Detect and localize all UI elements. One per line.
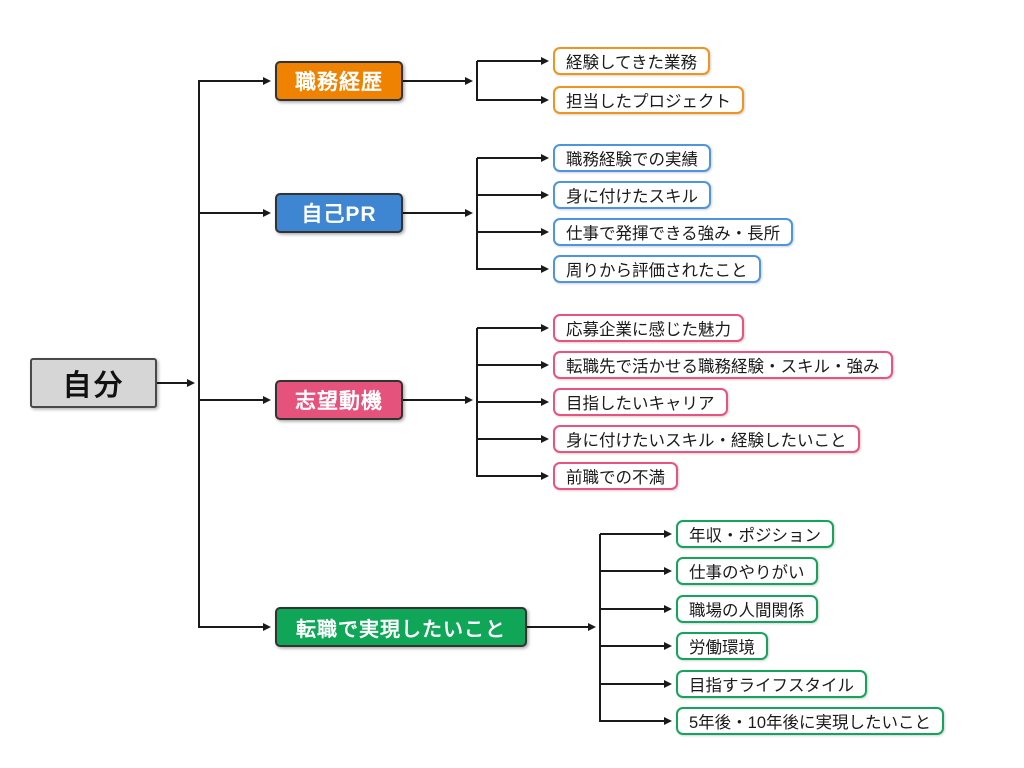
leaf-node: 目指すライフスタイル: [676, 670, 867, 698]
leaf-node: 職務経験での実績: [553, 144, 711, 172]
leaf-node: 前職での不満: [553, 462, 678, 490]
leaf-node: 年収・ポジション: [676, 520, 834, 548]
leaf-node: 仕事で発揮できる強み・長所: [553, 218, 794, 246]
leaf-node: 周りから評価されたこと: [553, 255, 761, 283]
leaf-node: 5年後・10年後に実現したいこと: [676, 707, 945, 735]
leaf-node: 身に付けたいスキル・経験したいこと: [553, 425, 860, 453]
leaf-node: 身に付けたスキル: [553, 181, 711, 209]
branch-self-pr: 自己PR: [275, 193, 403, 233]
branch-job-change-goals: 転職で実現したいこと: [275, 607, 527, 647]
branch-motivation: 志望動機: [275, 380, 403, 420]
branch-career-history: 職務経歴: [275, 61, 403, 101]
leaf-node: 転職先で活かせる職務経験・スキル・強み: [553, 351, 893, 379]
leaf-node: 担当したプロジェクト: [553, 86, 744, 114]
root-node-self: 自分: [30, 358, 157, 408]
leaf-node: 経験してきた業務: [553, 47, 711, 75]
leaf-node: 目指したいキャリア: [553, 388, 728, 416]
leaf-node: 応募企業に感じた魅力: [553, 314, 744, 342]
leaf-node: 労働環境: [676, 632, 768, 660]
leaf-node: 職場の人間関係: [676, 595, 818, 623]
leaf-node: 仕事のやりがい: [676, 557, 818, 585]
